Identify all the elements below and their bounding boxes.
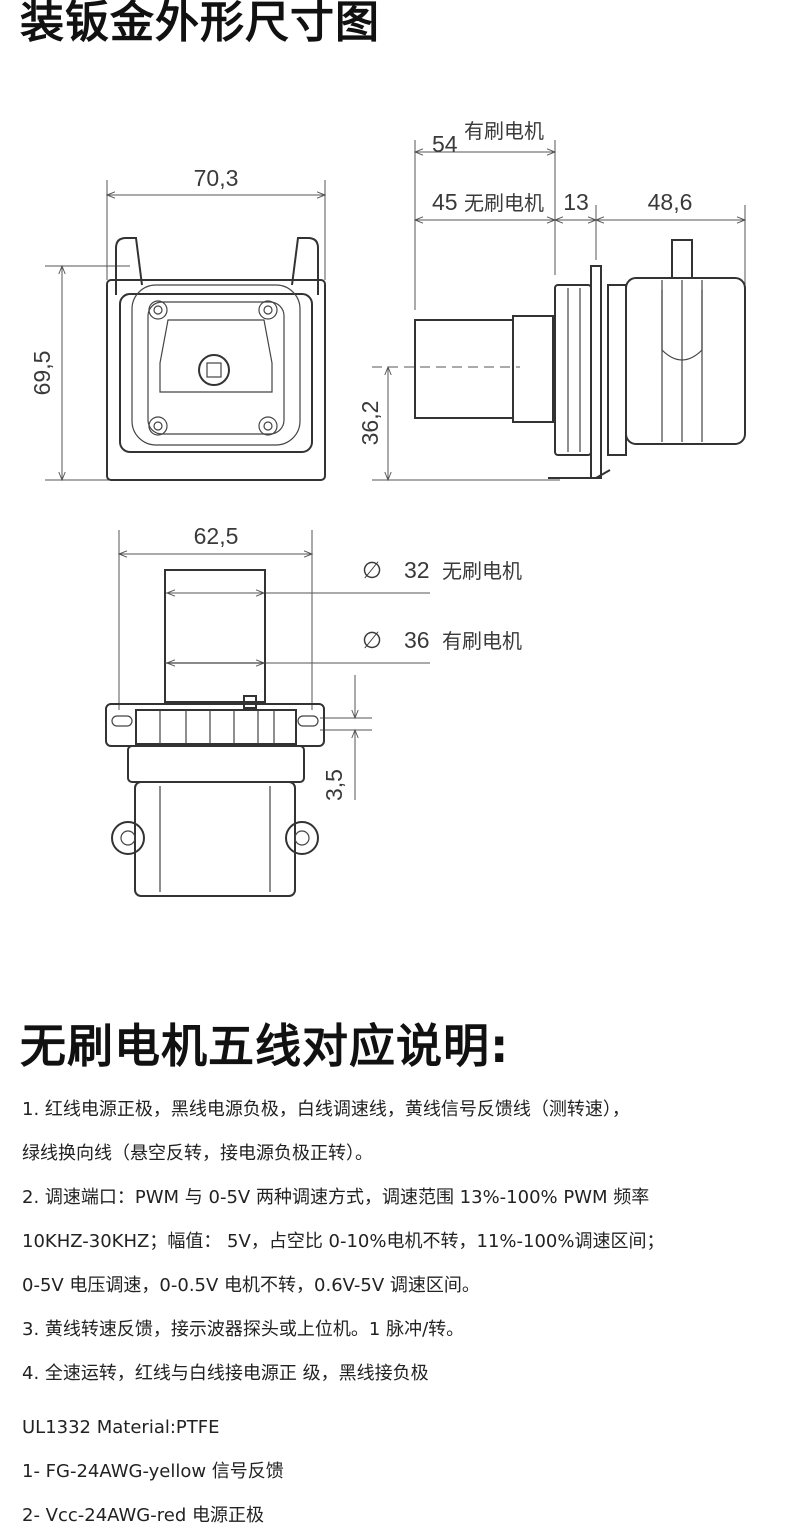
note-line: 4. 全速运转，红线与白线接电源正 级，黑线接负极 [22,1363,429,1384]
diameter-brushless-motor-label: 无刷电机 [442,559,522,583]
note-line: 2. 调速端口：PWM 与 0-5V 两种调速方式，调速范围 13%-100% … [22,1187,650,1208]
diameter-brushed-label: 36 [404,627,430,653]
front-height-label: 69,5 [29,351,55,396]
wiring-section-title: 无刷电机五线对应说明: [20,1019,510,1073]
diameter-symbol-1: ∅ [362,557,382,583]
side-view: 54 有刷电机 45 无刷电机 13 48,6 36,2 [357,119,747,482]
brushless-motor-label: 无刷电机 [464,191,544,215]
spec-line: 1- FG-24AWG-yellow 信号反馈 [22,1461,284,1482]
note-line: 绿线换向线（悬空反转，接电源负极正转）。 [22,1143,373,1164]
diameter-brushed-motor-label: 有刷电机 [442,629,522,653]
brushed-length-label: 54 [432,131,458,157]
diameter-symbol-2: ∅ [362,627,382,653]
bottom-view: 62,5 ∅ 32 无刷电机 ∅ 36 有刷电机 3,5 [105,523,522,897]
front-width-label: 70,3 [194,165,239,191]
gap-length-label: 13 [563,189,589,215]
note-line: 1. 红线电源正极，黑线电源负极，白线调速线，黄线信号反馈线（测转速）， [22,1099,630,1120]
note-line: 10KHZ-30KHZ；幅值： 5V，占空比 0-10%电机不转，11%-100… [22,1231,665,1252]
spec-line: 2- Vcc-24AWG-red 电源正极 [22,1505,264,1526]
front-view: 70,3 69,5 [29,165,327,482]
brushless-length-label: 45 [432,189,458,215]
head-length-label: 48,6 [648,189,693,215]
brushed-motor-label: 有刷电机 [464,119,544,143]
dimension-drawing: 70,3 69,5 54 有刷电机 45 无刷电机 13 48,6 [29,119,747,897]
note-line: 3. 黄线转速反馈，接示波器探头或上位机。1 脉冲/转。 [22,1319,465,1340]
page-title: 装钣金外形尺寸图 [20,0,380,48]
note-line: 0-5V 电压调速，0-0.5V 电机不转，0.6V-5V 调速区间。 [22,1275,480,1296]
spec-line: UL1332 Material:PTFE [22,1417,220,1438]
wiring-notes: 1. 红线电源正极，黑线电源负极，白线调速线，黄线信号反馈线（测转速）， 绿线换… [22,1088,762,1396]
diameter-brushless-label: 32 [404,557,430,583]
plate-thickness-label: 3,5 [321,769,347,801]
bottom-width-label: 62,5 [194,523,239,549]
wire-specs: UL1332 Material:PTFE 1- FG-24AWG-yellow … [22,1406,762,1538]
axis-height-label: 36,2 [357,401,383,446]
